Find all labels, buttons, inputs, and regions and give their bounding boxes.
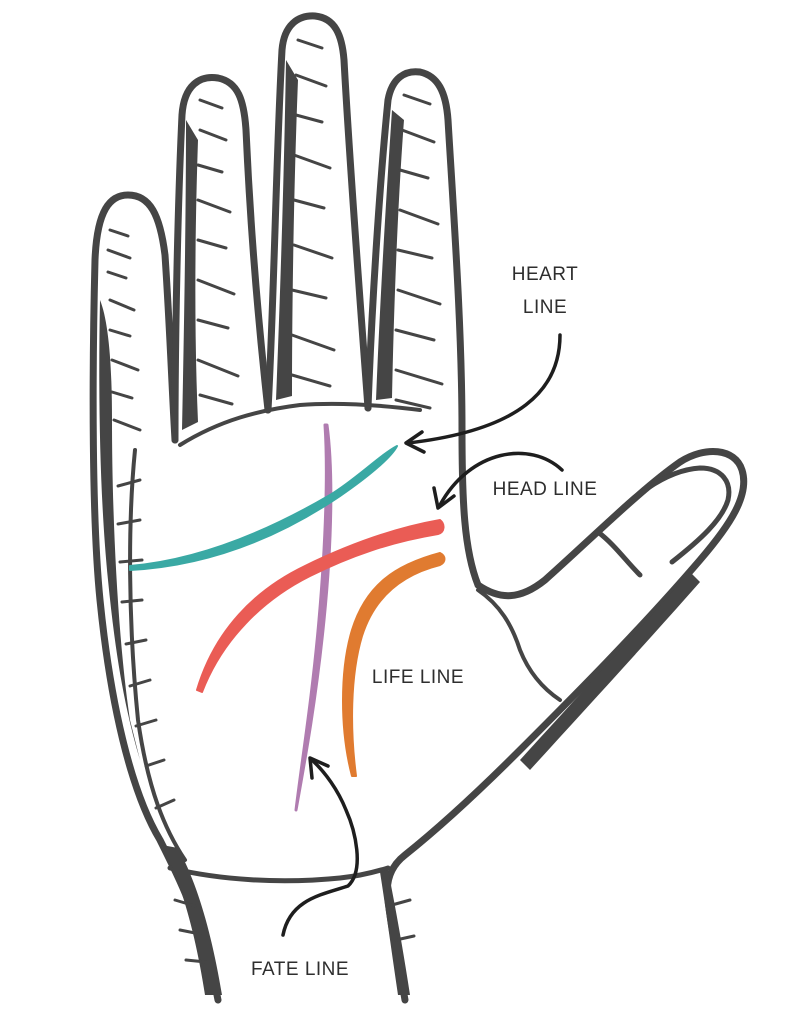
middle-finger-shadow — [276, 60, 298, 400]
ring-finger-shadow — [182, 120, 198, 430]
life-line-label: LIFE LINE — [372, 667, 464, 688]
thumb-crease — [476, 588, 562, 702]
wrist-left-shadow — [162, 845, 222, 995]
thumb-nail-outline — [595, 465, 732, 565]
head-line — [196, 519, 445, 693]
index-finger-outline — [364, 68, 482, 589]
palm-inner-left-edge — [128, 448, 187, 862]
index-finger-shadow — [376, 110, 404, 400]
heart-line-arrow — [404, 333, 562, 454]
fate-line — [294, 423, 333, 812]
thumb-joint-line — [595, 529, 643, 578]
pointer-arrows — [281, 333, 564, 937]
head-line-label: HEAD LINE — [493, 479, 598, 500]
heart-line-label-line1: HEART — [512, 264, 579, 285]
hand-illustration — [89, 12, 748, 1004]
heart-line-label-line2: LINE — [523, 297, 567, 318]
pinky-shadow — [99, 300, 140, 760]
heart-line — [129, 445, 398, 571]
head-line-arrow — [432, 451, 564, 510]
thumb-outline — [383, 448, 748, 904]
ring-finger-outline — [171, 74, 272, 444]
labels: HEART LINE HEAD LINE LIFE LINE FATE LINE — [251, 264, 597, 980]
wrist-crease — [167, 865, 391, 884]
life-line — [342, 552, 446, 777]
wrist-right-shadow — [380, 870, 410, 995]
hatching — [106, 38, 444, 964]
hand-outline-left — [89, 191, 222, 1004]
thumb-shadow — [520, 572, 700, 770]
fate-line-arrow — [281, 756, 359, 937]
palm-top-edge — [178, 401, 422, 447]
fate-line-label: FATE LINE — [251, 959, 349, 980]
palm-lines — [129, 423, 446, 812]
middle-finger-outline — [264, 12, 372, 414]
